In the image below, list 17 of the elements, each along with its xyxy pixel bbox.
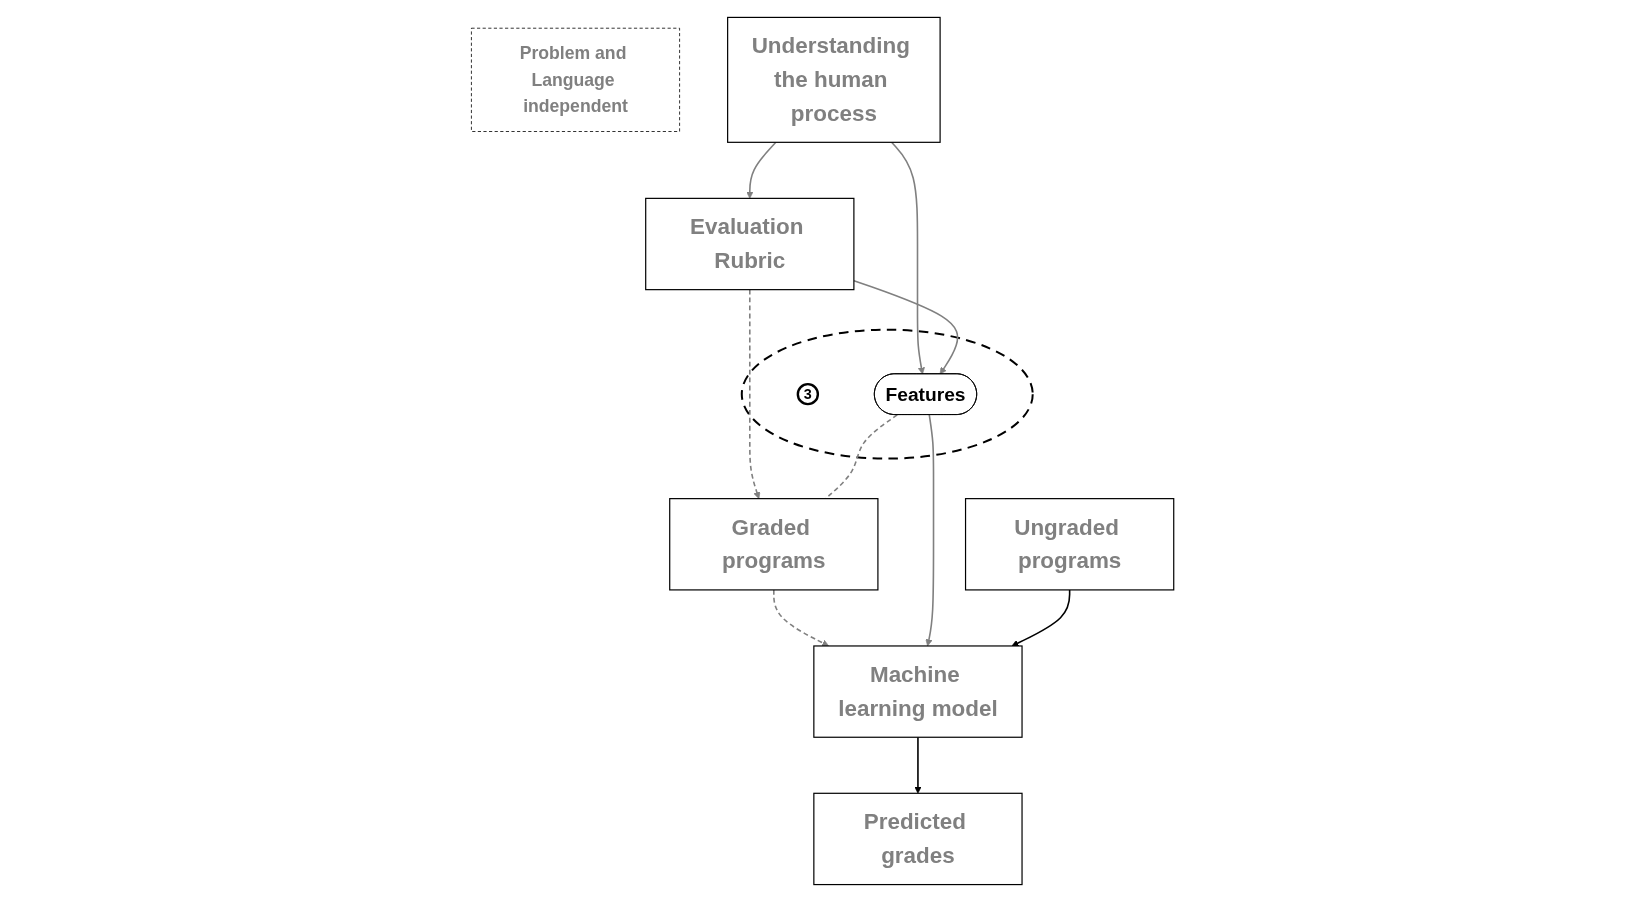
node-box: Problem and Language independent (470, 27, 680, 132)
node-box: Graded programs (669, 497, 879, 590)
arrow (890, 141, 925, 374)
arrow (772, 588, 829, 646)
node-box: Understanding the human process (726, 16, 941, 143)
cluster (740, 328, 1034, 460)
arrow (925, 413, 935, 646)
arrow (853, 279, 959, 374)
node-box: Ungraded programs (964, 497, 1175, 590)
node-box: Predicted grades (813, 792, 1023, 885)
node-box: Evaluation Rubric (645, 197, 855, 290)
arrow (746, 141, 777, 199)
arrow (914, 735, 922, 794)
arrow (1011, 588, 1071, 646)
node-box: Machine learning model (813, 644, 1023, 738)
arrow (748, 288, 761, 499)
node-circle: 3 (796, 382, 819, 405)
